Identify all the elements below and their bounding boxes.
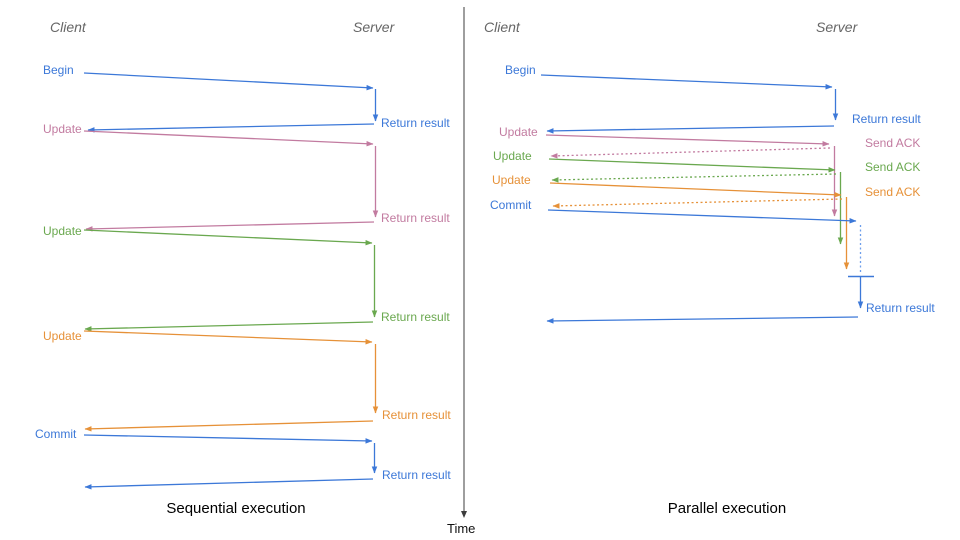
left-begin-label: Begin: [43, 63, 74, 77]
right-begin-response-arrow: [546, 125, 835, 134]
right-begin-response-label: Return result: [852, 112, 921, 126]
left-commit-response-label: Return result: [382, 468, 451, 482]
left-update2-label: Update: [43, 224, 82, 238]
right-server-header: Server: [816, 19, 858, 35]
right-caption: Parallel execution: [667, 500, 787, 517]
left-update1-label: Update: [43, 122, 82, 136]
right-update1-ack-arrow: [550, 147, 831, 159]
right-update1-request-arrow: [545, 134, 830, 147]
left-server-header: Server: [353, 19, 395, 35]
right-update3-label: Update: [492, 173, 531, 187]
right-update2-request-arrow: [548, 158, 836, 173]
left-begin-request-arrow: [83, 72, 374, 91]
left-update3-response-arrow: [84, 420, 374, 432]
left-update3-response-label: Return result: [382, 408, 451, 422]
left-client-header: Client: [50, 19, 86, 35]
left-update1-request-arrow: [83, 130, 374, 147]
time-axis-label: Time: [447, 521, 476, 536]
right-update3-ack-label: Send ACK: [865, 185, 921, 199]
right-update1-ack-label: Send ACK: [865, 136, 921, 150]
right-commit-response-label: Return result: [866, 301, 935, 315]
left-update3-label: Update: [43, 329, 82, 343]
right-update3-ack-arrow: [552, 198, 843, 209]
right-update2-ack-arrow: [551, 173, 837, 183]
left-update2-response-arrow: [84, 321, 374, 332]
right-commit-response-arrow: [546, 316, 859, 324]
right-update3-request-arrow: [549, 182, 842, 198]
right-client-header: Client: [484, 19, 520, 35]
left-commit-request-arrow: [83, 434, 373, 444]
left-caption: Sequential execution: [166, 500, 306, 517]
right-update2-label: Update: [493, 149, 532, 163]
left-begin-response-arrow: [87, 123, 375, 133]
left-begin-response-label: Return result: [381, 116, 450, 130]
right-commit-request-arrow: [547, 209, 857, 224]
left-update1-response-label: Return result: [381, 211, 450, 225]
left-update2-response-label: Return result: [381, 310, 450, 324]
right-begin-request-arrow: [540, 74, 833, 90]
left-update3-request-arrow: [83, 330, 373, 345]
right-update2-ack-label: Send ACK: [865, 160, 921, 174]
right-begin-label: Begin: [505, 63, 536, 77]
right-update1-label: Update: [499, 125, 538, 139]
left-commit-label: Commit: [35, 427, 77, 441]
left-update2-request-arrow: [83, 229, 373, 246]
left-commit-response-arrow: [84, 478, 374, 490]
right-commit-label: Commit: [490, 198, 532, 212]
left-update1-response-arrow: [85, 221, 375, 232]
